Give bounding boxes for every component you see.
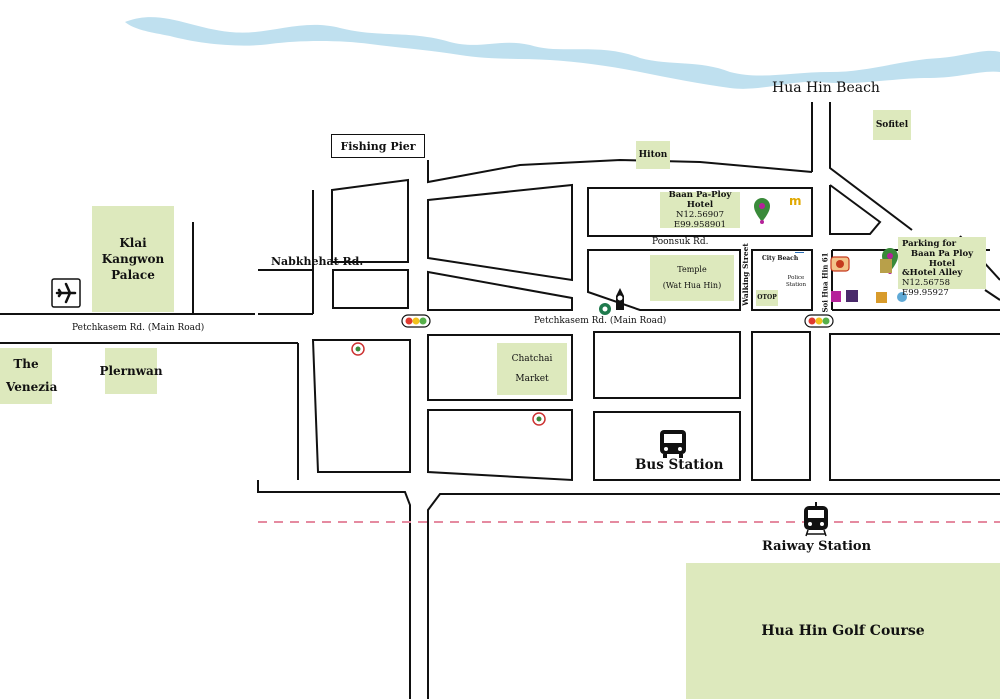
plernwan: Plernwan [99,348,163,394]
city-block [331,178,409,263]
petchkasem-road-label-center: Petchkasem Rd. (Main Road) [534,316,667,326]
parking-coord-e: E99.95927 [902,287,949,298]
restaurant-logo-icon [830,256,850,272]
soi-hua-hin-label: Soi Hua Hin 61 [820,252,830,313]
city-block [587,187,813,237]
sea-water [125,17,1000,89]
bus-icon [660,430,686,458]
traffic-light-icon [804,314,834,328]
city-block [751,331,811,481]
city-block [332,269,409,309]
bank-icon [831,259,907,303]
baan-paploy-hotel: Baan Pa-Ploy Hotel N12.56907 E99.958901 [660,189,740,231]
temple-label: Temple [677,264,707,274]
city-block [587,249,741,311]
baan-paploy-label: Baan Pa-Ploy Hotel [668,189,732,210]
fishing-pier-label: Fishing Pier [340,139,416,153]
the-venezia: The Venezia [0,348,58,404]
chatchai-label: Chatchai [511,353,553,364]
city-block [427,409,573,482]
shop-marker-icon [532,412,546,426]
hua-hin-beach-label: Hua Hin Beach [772,80,880,96]
klai-kangwon-palace: Klai Kangwon Palace [92,206,174,312]
city-beach-label: City Beach [762,255,799,262]
nabkhehat-road-label: Nabkhehat Rd. [271,255,364,268]
hua-hin-golf-course: Hua Hin Golf Course [686,563,1000,699]
temple: Temple (Wat Hua Hin) [650,255,734,301]
city-block [593,331,741,399]
cafe-logo-icon [599,303,611,315]
baan-paploy-coord-e: E99.958901 [673,220,727,231]
baan-paploy-coord-n: N12.56907 [676,210,724,220]
road-network [0,102,1000,699]
hiton-label: Hiton [638,149,668,160]
parking-label-1: Parking for [902,239,957,249]
plernwan-label: Plernwan [99,363,163,378]
train-icon [804,506,828,537]
city-block [751,249,813,311]
hiton: Hiton [636,141,670,169]
parking-coord-n: N12.56758 [902,278,950,289]
parking-label-2: Baan Pa Ploy Hotel [910,248,974,269]
city-beach-police [756,253,808,289]
parking-label-3: &Hotel Alley [902,268,963,279]
police-station-label: Police Station [785,275,807,288]
the-venezia-label: The Venezia [6,357,58,394]
traffic-light-icon [401,314,431,328]
map-pin-icon [754,198,770,224]
temple-sublabel: (Wat Hua Hin) [662,280,722,290]
sofitel: Sofitel [873,110,911,140]
city-block [427,183,573,282]
chatchai-market: Chatchai Market [497,343,567,395]
clock-tower-icon [616,288,624,310]
restaurant-logo-icon: m [789,194,802,208]
golf-course-label: Hua Hin Golf Course [761,622,925,639]
city-block [427,334,573,401]
bus-station-label: Bus Station [635,457,724,473]
city-block [593,411,741,481]
walking-street-label: Walking Street [740,243,750,306]
fishing-pier: Fishing Pier [331,134,425,158]
railway-station-label: Raiway Station [762,539,872,554]
otop: OTOP [756,290,778,306]
petchkasem-road-label-west: Petchkasem Rd. (Main Road) [72,323,205,333]
sofitel-label: Sofitel [875,119,909,130]
klai-kangwon-label: Klai Kangwon Palace [101,235,165,283]
shop-marker-icon [351,342,365,356]
svg-text:m: m [789,194,802,208]
city-block [427,270,573,311]
chatchai-sublabel: Market [515,374,549,384]
poonsuk-road-label: Poonsuk Rd. [652,237,709,247]
otop-label: OTOP [757,293,777,301]
city-block [311,339,411,473]
parking-area: Parking for Baan Pa Ploy Hotel &Hotel Al… [898,237,986,298]
airplane-icon [51,278,81,308]
